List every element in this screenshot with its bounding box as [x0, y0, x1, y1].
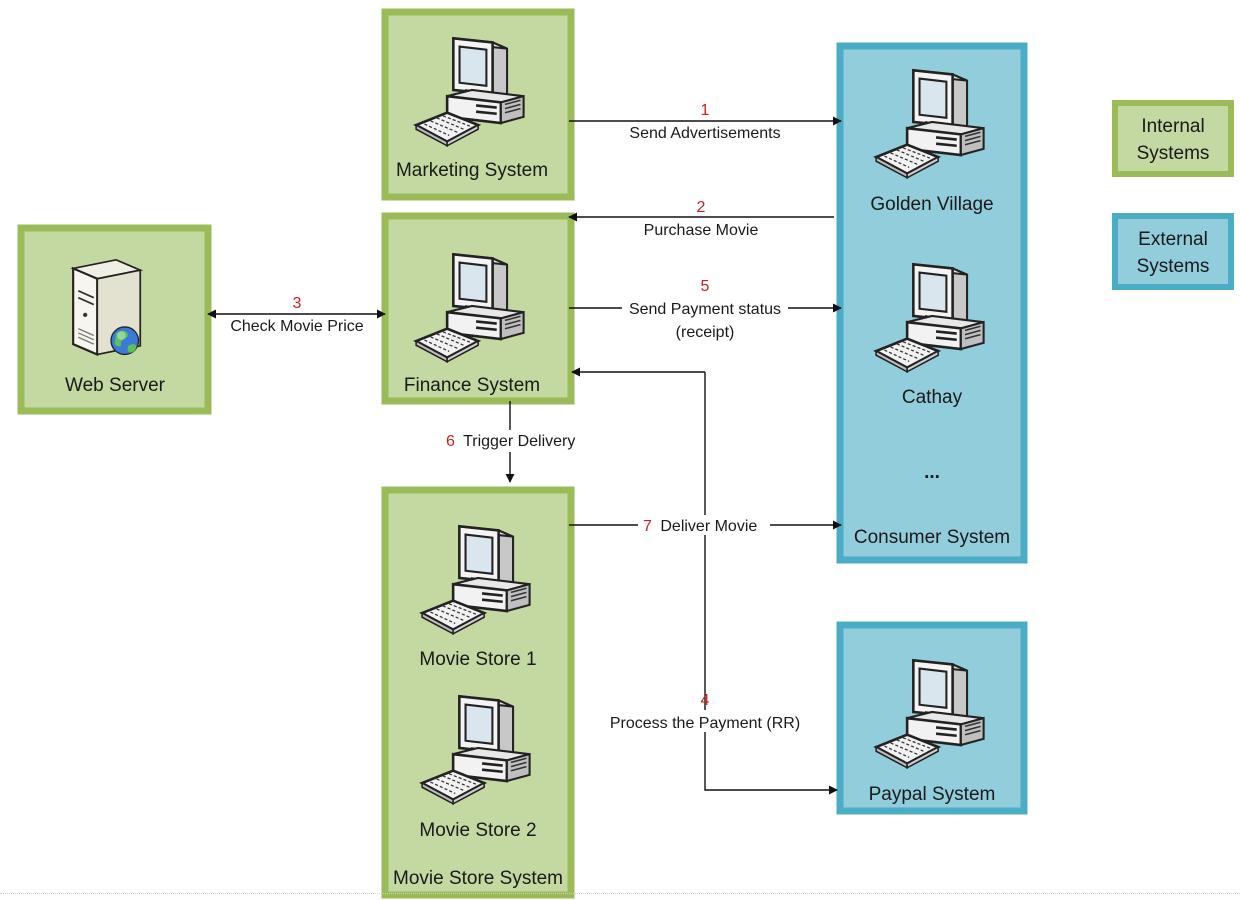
marketing-system-box: Marketing System — [381, 8, 575, 201]
consumer-ellipsis: ... — [924, 462, 940, 483]
legend-internal-line1: Internal — [1141, 116, 1204, 137]
edge-1-label: Send Advertisements — [629, 125, 780, 142]
edge-6-text: 6 Trigger Delivery — [446, 433, 575, 450]
edge-2-label: Purchase Movie — [644, 222, 759, 239]
edge-2-step: 2 — [697, 199, 706, 216]
edge-5-step: 5 — [701, 278, 710, 295]
edge-send-advertisements: 1 Send Advertisements — [569, 102, 842, 142]
finance-system-label: Finance System — [404, 375, 540, 396]
edge-5-label-line1: Send Payment status — [629, 301, 781, 318]
edge-3-label: Check Movie Price — [230, 318, 363, 335]
web-server-box: Web Server — [17, 224, 212, 415]
edge-check-movie-price: 3 Check Movie Price — [207, 295, 386, 335]
edge-7-label: Deliver Movie — [660, 518, 757, 535]
edge-7-text: 7 Deliver Movie — [643, 518, 757, 535]
legend-external-line1: External — [1138, 229, 1208, 250]
edge-5-label-line2: (receipt) — [676, 324, 735, 341]
consumer-system-box: Golden Village Cathay ... Consumer Syste… — [836, 42, 1028, 564]
legend-internal-line2: Systems — [1137, 143, 1210, 164]
edge-send-payment-status: 5 Send Payment status (receipt) — [569, 278, 842, 341]
paypal-system-label: Paypal System — [869, 784, 996, 805]
movie-store-system-box: Movie Store 1 Movie Store 2 Movie Store … — [381, 486, 575, 899]
consumer-system-label: Consumer System — [854, 527, 1010, 548]
bottom-divider — [0, 893, 1240, 894]
edge-deliver-movie: 7 Deliver Movie — [569, 515, 842, 535]
movie-store-system-label: Movie Store System — [393, 868, 563, 889]
legend-external-systems: External Systems — [1112, 213, 1234, 290]
web-server-label: Web Server — [65, 375, 166, 396]
paypal-system-box: Paypal System — [836, 621, 1028, 815]
movie-store-1-label: Movie Store 1 — [419, 649, 536, 670]
edge-1-step: 1 — [701, 102, 710, 119]
movie-store-2-label: Movie Store 2 — [419, 820, 536, 841]
marketing-system-label: Marketing System — [396, 160, 548, 181]
legend-external-line2: Systems — [1137, 256, 1210, 277]
edge-purchase-movie: 2 Purchase Movie — [568, 199, 834, 239]
edge-4-step: 4 — [701, 692, 710, 709]
edge-trigger-delivery: 6 Trigger Delivery — [438, 401, 582, 483]
edge-6-step: 6 — [446, 433, 455, 450]
legend-internal-systems: Internal Systems — [1112, 100, 1234, 177]
golden-village-label: Golden Village — [870, 194, 993, 215]
edge-4-label: Process the Payment (RR) — [610, 715, 800, 732]
cathay-label: Cathay — [902, 387, 963, 408]
edge-7-step: 7 — [643, 518, 652, 535]
edge-3-step: 3 — [293, 295, 302, 312]
finance-system-box: Finance System — [381, 212, 575, 405]
edge-6-label: Trigger Delivery — [463, 433, 575, 450]
server-globe-icon — [71, 258, 142, 356]
edge-process-payment: 4 Process the Payment (RR) — [571, 367, 838, 795]
